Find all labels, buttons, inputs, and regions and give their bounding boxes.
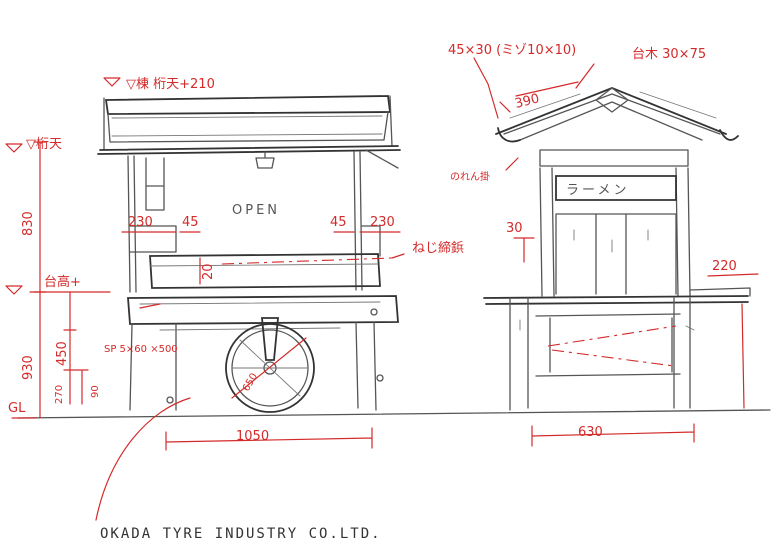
open-sign: OPEN bbox=[232, 203, 280, 218]
dim-930: 930 bbox=[21, 355, 36, 380]
base-top-label: 台高+ bbox=[44, 274, 81, 290]
dim-20: 20 bbox=[201, 263, 216, 280]
dim-630: 630 bbox=[578, 425, 603, 440]
base-timber-label: 台木 30×75 bbox=[632, 47, 706, 62]
dim-450: 450 bbox=[55, 341, 70, 366]
dim-1050: 1050 bbox=[236, 429, 269, 444]
dim-230-left: 230 bbox=[128, 215, 153, 230]
beam-top-label: ▽棟 桁天+210 bbox=[126, 77, 215, 92]
ground-label: GL bbox=[8, 401, 26, 416]
screw-fitting-label: ねじ締鋲 bbox=[412, 240, 464, 256]
dim-830: 830 bbox=[21, 211, 36, 236]
dim-220: 220 bbox=[712, 259, 737, 274]
sp-spec-label: SP 5×60 ×500 bbox=[104, 344, 178, 355]
dim-wheel: 650 bbox=[241, 371, 260, 393]
dim-270: 270 bbox=[54, 385, 65, 404]
dim-230-right: 230 bbox=[370, 215, 395, 230]
dim-45-right: 45 bbox=[330, 215, 347, 230]
company-name: OKADA TYRE INDUSTRY CO.LTD. bbox=[100, 526, 382, 542]
dim-390: 390 bbox=[513, 91, 541, 112]
girder-top-label: ▽桁天 bbox=[26, 137, 62, 152]
dim-45-left: 45 bbox=[182, 215, 199, 230]
dim-90: 90 bbox=[90, 385, 101, 398]
annotations bbox=[5, 57, 759, 521]
front-elevation bbox=[17, 95, 771, 419]
side-elevation bbox=[483, 87, 751, 411]
ramen-sign: ラーメン bbox=[566, 183, 629, 198]
roof-members-label: 45×30 (ミゾ10×10) bbox=[448, 43, 576, 58]
noren-bar-label: のれん掛 bbox=[450, 170, 490, 183]
dim-30: 30 bbox=[506, 221, 523, 236]
